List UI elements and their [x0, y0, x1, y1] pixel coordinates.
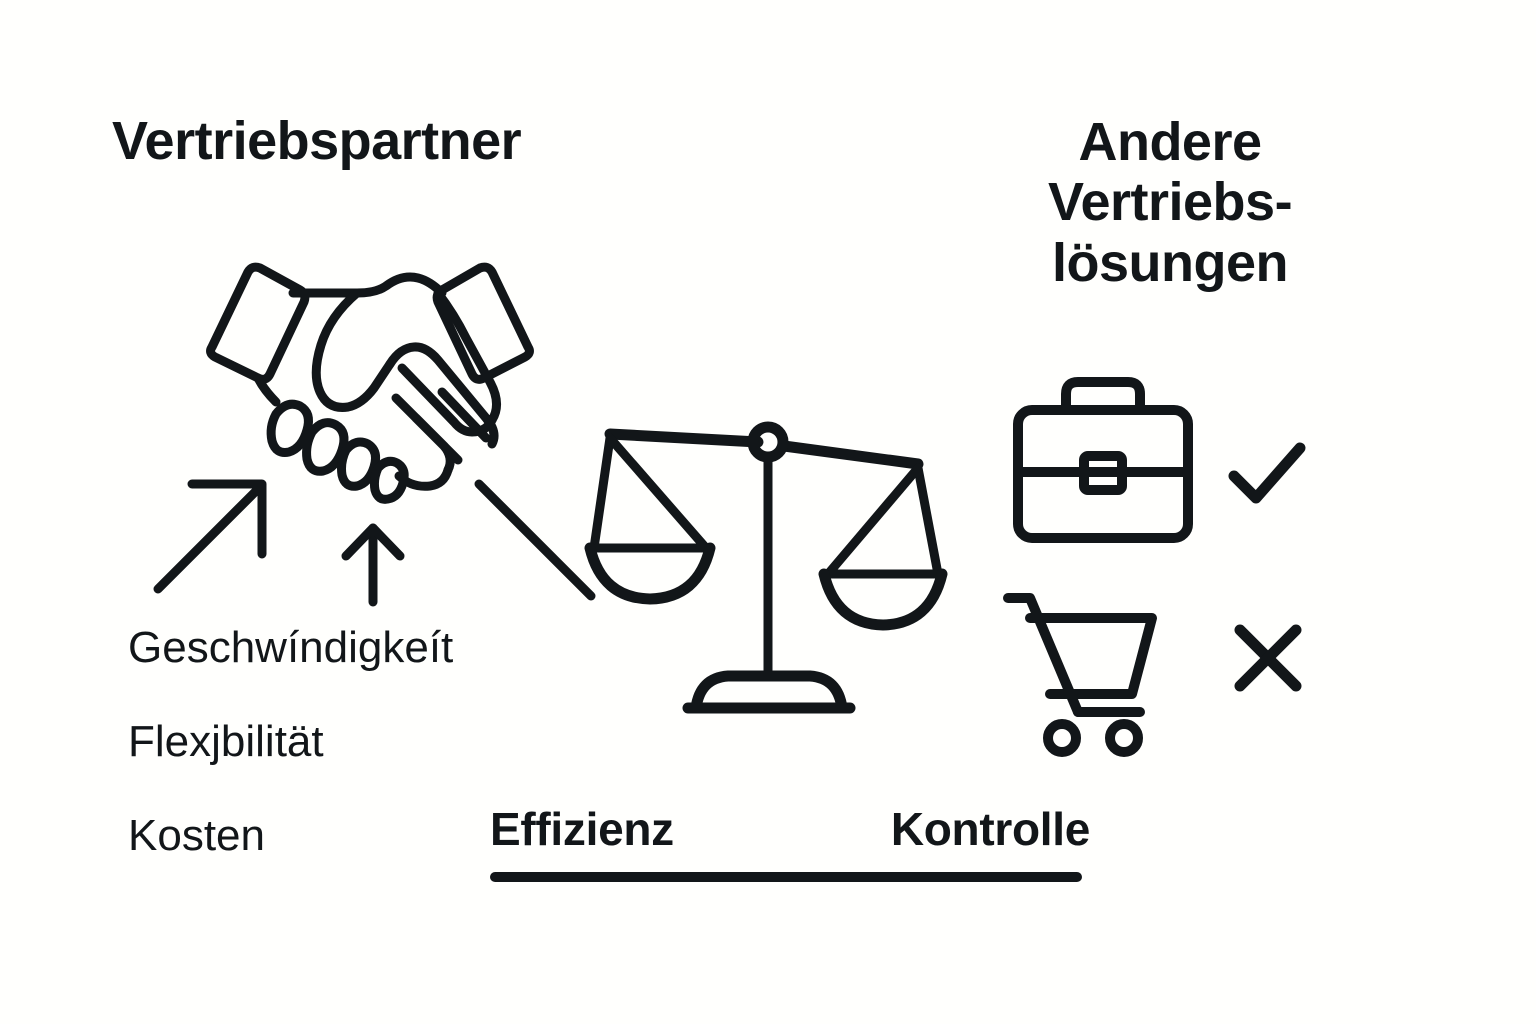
briefcase-icon: [1008, 372, 1198, 552]
balance-scale-icon: [584, 412, 958, 722]
heading-other-line-1: Andere: [1078, 112, 1262, 172]
arrow-up-right-icon: [150, 472, 280, 597]
benefit-list: Geschwíndigkeít Flexjbilität Kosten: [128, 626, 648, 858]
axis-label-efficiency: Effizienz: [490, 803, 674, 855]
arrow-up-icon: [338, 518, 408, 608]
axis-label-row: Effizienz Kontrolle: [490, 802, 1090, 856]
benefit-item-speed: Geschwíndigkeít: [128, 623, 454, 672]
heading-other-solutions: Andere Vertriebs- lösungen: [960, 112, 1380, 293]
handshake-icon: [190, 252, 550, 504]
benefit-item-flexibility: Flexjbilität: [128, 717, 324, 766]
benefit-item-cost: Kosten: [128, 811, 265, 860]
heading-other-line-2: Vertriebs-: [1047, 172, 1293, 233]
cross-icon: [1232, 622, 1304, 694]
heading-partner: Vertriebspartner: [112, 111, 522, 171]
check-icon: [1226, 438, 1308, 508]
axis-label-control: Kontrolle: [890, 803, 1090, 855]
connector-line-icon: [470, 475, 600, 605]
shopping-cart-icon: [1000, 588, 1200, 758]
axis-bar: [490, 872, 1082, 882]
heading-other-line-3: lösungen: [1052, 232, 1289, 293]
